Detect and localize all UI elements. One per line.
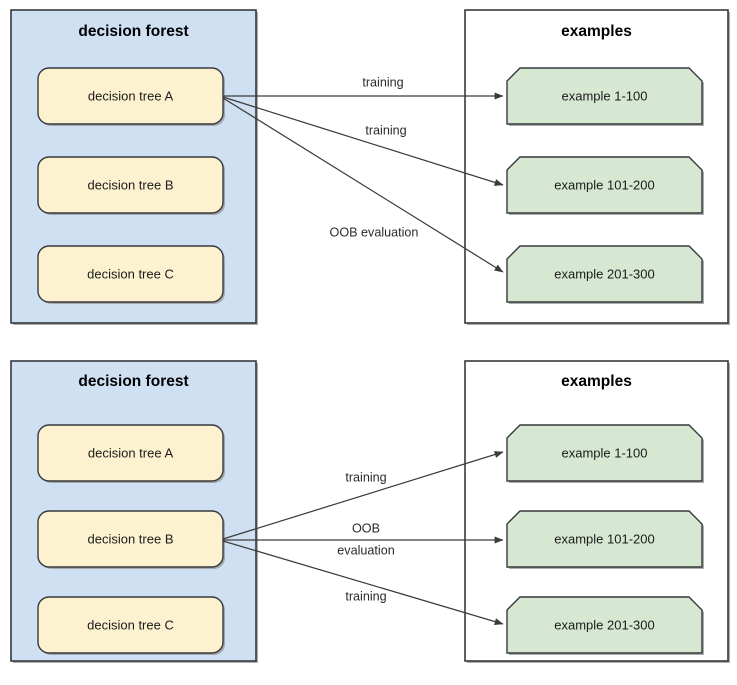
tree-box-rect[interactable] (37, 596, 224, 654)
tree-node-label: decision tree B (88, 531, 174, 546)
example-box-rect[interactable] (506, 156, 703, 214)
tree-node-decision-tree-a[interactable]: decision tree A (37, 424, 225, 483)
example-box-rect[interactable] (506, 510, 703, 568)
edge-line (222, 451, 504, 540)
example-node-201-300[interactable]: example 201-300 (506, 245, 704, 304)
tree-node-label: decision tree C (87, 617, 174, 632)
examples-panel-title: examples (561, 23, 632, 40)
tree-box-rect[interactable] (37, 424, 224, 482)
edge-line (222, 97, 504, 273)
edge-label-line1: OOB (352, 521, 380, 535)
edge-top-oob-evaluation: OOB evaluation (222, 97, 504, 273)
example-node-label: example 1-100 (562, 445, 648, 460)
edge-bottom-oob-evaluation: OOB evaluation (223, 521, 504, 557)
edge-label: training (345, 470, 386, 484)
example-node-201-300[interactable]: example 201-300 (506, 596, 704, 655)
example-box-rect[interactable] (506, 245, 703, 303)
tree-node-decision-tree-a[interactable]: decision tree A (37, 67, 225, 126)
example-node-101-200[interactable]: example 101-200 (506, 510, 704, 569)
edge-bottom-training-2: training (222, 540, 504, 625)
edge-line (222, 540, 504, 625)
panel-bottom: decision forest decision tree A decision… (10, 360, 730, 663)
example-node-1-100[interactable]: example 1-100 (506, 67, 704, 126)
edge-line (222, 96, 504, 186)
example-node-label: example 101-200 (554, 177, 654, 192)
forest-panel-title: decision forest (78, 373, 188, 390)
tree-node-decision-tree-b[interactable]: decision tree B (37, 510, 225, 569)
examples-panel-title: examples (561, 373, 632, 390)
edge-bottom-training-1: training (222, 451, 504, 540)
tree-node-label: decision tree A (88, 445, 174, 460)
edge-label: training (365, 123, 406, 137)
tree-node-decision-tree-c[interactable]: decision tree C (37, 596, 225, 655)
example-node-label: example 201-300 (554, 266, 654, 281)
edge-label: training (345, 589, 386, 603)
example-box-rect[interactable] (506, 596, 703, 654)
example-node-label: example 1-100 (562, 88, 648, 103)
edge-top-training-2: training (222, 96, 504, 186)
tree-box-rect[interactable] (37, 245, 224, 303)
edge-label: training (362, 75, 403, 89)
forest-panel-title: decision forest (78, 23, 188, 40)
panel-top: decision forest decision tree A decision… (10, 9, 730, 325)
tree-box-rect[interactable] (37, 156, 224, 214)
example-node-label: example 201-300 (554, 617, 654, 632)
tree-node-label: decision tree A (88, 88, 174, 103)
example-node-label: example 101-200 (554, 531, 654, 546)
edge-top-training-1: training (223, 75, 504, 100)
tree-node-decision-tree-b[interactable]: decision tree B (37, 156, 225, 215)
tree-node-decision-tree-c[interactable]: decision tree C (37, 245, 225, 304)
tree-node-label: decision tree C (87, 266, 174, 281)
edge-label-line2: evaluation (337, 543, 394, 557)
edge-label: OOB evaluation (330, 225, 419, 239)
example-node-1-100[interactable]: example 1-100 (506, 424, 704, 483)
example-node-101-200[interactable]: example 101-200 (506, 156, 704, 215)
example-box-rect[interactable] (506, 67, 703, 125)
example-box-rect[interactable] (506, 424, 703, 482)
tree-node-label: decision tree B (88, 177, 174, 192)
